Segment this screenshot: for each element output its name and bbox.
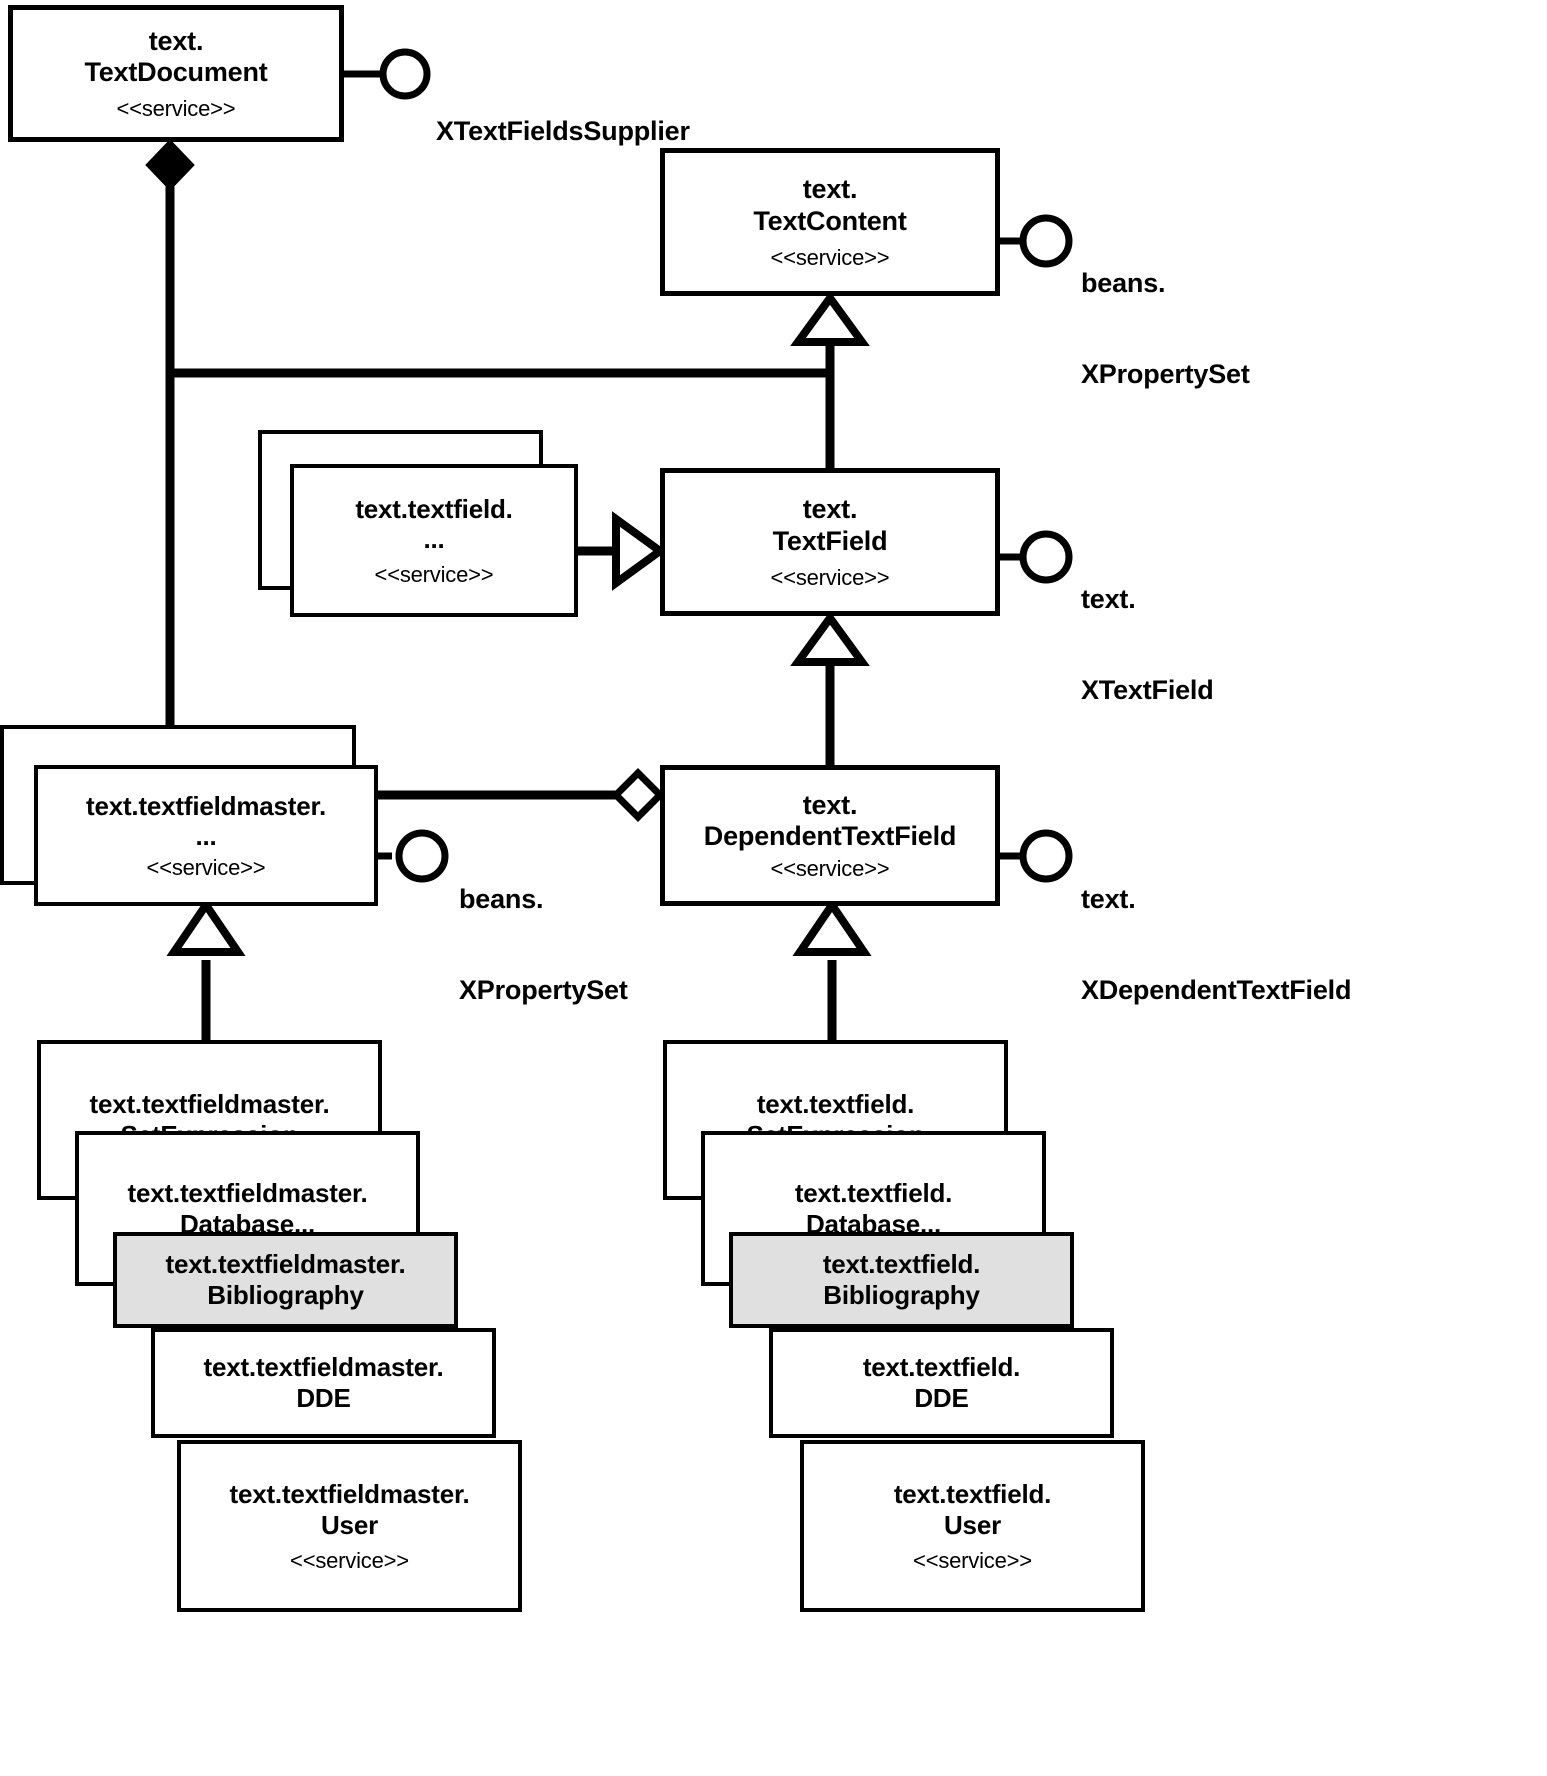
lollipop-text-x-text-field bbox=[1000, 530, 1073, 584]
service-name-line1: text. bbox=[802, 174, 858, 205]
service-name-line1: text.textfieldmaster. bbox=[203, 1352, 444, 1383]
service-name-line2: TextField bbox=[772, 525, 888, 556]
service-name-line2: DependentTextField bbox=[703, 821, 957, 852]
interface-label-text-x-dependent-text-field: text. XDependentTextField bbox=[1081, 824, 1351, 1066]
service-box-text-field-group[interactable]: text.textfield. ... <<service>> bbox=[290, 464, 578, 617]
service-name-line1: text.textfieldmaster. bbox=[165, 1249, 406, 1280]
service-name-line1: text.textfieldmaster. bbox=[85, 790, 326, 821]
service-box-master-user[interactable]: text.textfieldmaster. User <<service>> bbox=[177, 1440, 522, 1612]
service-stereotype: <<service>> bbox=[770, 856, 890, 882]
interface-line1: XTextFieldsSupplier bbox=[436, 116, 690, 147]
generalization-textfieldgroup-to-textfield bbox=[578, 511, 667, 591]
generalization-fieldstack-to-dependenttextfield bbox=[792, 897, 872, 1044]
service-name-line1: text.textfield. bbox=[822, 1249, 981, 1280]
service-stereotype: <<service>> bbox=[146, 855, 266, 881]
service-stereotype: <<service>> bbox=[770, 564, 890, 590]
composition-textdocument-to-textfieldmaster bbox=[145, 139, 195, 768]
interface-line1: beans. bbox=[1081, 268, 1166, 299]
interface-line1: text. bbox=[1081, 884, 1136, 915]
service-box-text-content[interactable]: text. TextContent <<service>> bbox=[660, 148, 1000, 296]
service-name-line1: text.textfield. bbox=[893, 1479, 1052, 1510]
service-stereotype: <<service>> bbox=[374, 562, 494, 588]
service-stereotype: <<service>> bbox=[116, 96, 236, 122]
service-box-text-document[interactable]: text. TextDocument <<service>> bbox=[8, 5, 344, 142]
interface-line2: XDependentTextField bbox=[1081, 975, 1352, 1006]
service-name-line1: text.textfield. bbox=[355, 493, 513, 524]
service-stereotype: <<service>> bbox=[770, 244, 890, 270]
service-box-master-bibliography[interactable]: text.textfieldmaster. Bibliography bbox=[113, 1232, 458, 1328]
aggregation-textfieldmaster-to-dependenttextfield bbox=[378, 768, 665, 822]
service-name-line2: Bibliography bbox=[207, 1280, 364, 1310]
interface-line1: text. bbox=[1081, 584, 1136, 615]
service-box-text-field[interactable]: text. TextField <<service>> bbox=[660, 468, 1000, 616]
service-box-field-user[interactable]: text.textfield. User <<service>> bbox=[800, 1440, 1145, 1612]
service-box-dependent-text-field[interactable]: text. DependentTextField <<service>> bbox=[660, 765, 1000, 906]
service-name-line1: text. bbox=[148, 25, 204, 56]
lollipop-beans-x-property-set-master bbox=[378, 829, 449, 883]
generalization-masterstack-to-textfieldmaster bbox=[166, 897, 246, 1044]
service-name-line1: text. bbox=[802, 494, 858, 525]
service-name-line2: Bibliography bbox=[823, 1280, 980, 1310]
service-box-text-field-master-group[interactable]: text.textfieldmaster. ... <<service>> bbox=[34, 765, 378, 906]
service-name-line2: User bbox=[943, 1509, 1001, 1540]
service-stereotype: <<service>> bbox=[290, 1547, 409, 1573]
service-name-line1: text.textfield. bbox=[794, 1177, 953, 1208]
service-name-line2: TextDocument bbox=[84, 57, 268, 88]
generalization-dependenttextfield-to-textfield bbox=[790, 611, 870, 765]
interface-line1: beans. bbox=[459, 884, 544, 915]
service-box-master-dde[interactable]: text.textfieldmaster. DDE bbox=[151, 1328, 496, 1438]
lollipop-beans-x-property-set-content bbox=[1000, 214, 1073, 268]
service-name-line1: text.textfield. bbox=[862, 1352, 1021, 1383]
service-box-field-dde[interactable]: text.textfield. DDE bbox=[769, 1328, 1114, 1438]
service-box-field-bibliography[interactable]: text.textfield. Bibliography bbox=[729, 1232, 1074, 1328]
interface-line2: XTextField bbox=[1081, 675, 1214, 706]
service-stereotype: <<service>> bbox=[913, 1547, 1032, 1573]
lollipop-x-text-fields-supplier bbox=[344, 48, 431, 100]
interface-line2: XPropertySet bbox=[459, 975, 628, 1006]
service-name-line1: text.textfieldmaster. bbox=[89, 1089, 330, 1120]
interface-line2: XPropertySet bbox=[1081, 359, 1250, 390]
service-name-line2: DDE bbox=[296, 1383, 351, 1413]
service-name-line2: User bbox=[320, 1509, 378, 1540]
service-name-line2: DDE bbox=[914, 1383, 969, 1413]
service-name-line2: ... bbox=[195, 821, 217, 852]
service-name-line2: ... bbox=[423, 524, 445, 555]
generalization-textfield-to-textcontent bbox=[790, 291, 870, 468]
service-name-line1: text. bbox=[802, 789, 858, 820]
interface-label-x-text-fields-supplier: XTextFieldsSupplier bbox=[436, 56, 690, 207]
service-name-line1: text.textfieldmaster. bbox=[127, 1177, 368, 1208]
interface-label-text-x-text-field: text. XTextField bbox=[1081, 524, 1214, 766]
service-name-line1: text.textfield. bbox=[756, 1089, 915, 1120]
service-name-line1: text.textfieldmaster. bbox=[229, 1479, 470, 1510]
lollipop-text-x-dependent-text-field bbox=[1000, 829, 1073, 883]
service-name-line2: TextContent bbox=[753, 205, 907, 236]
interface-label-beans-x-property-set-master: beans. XPropertySet bbox=[459, 824, 628, 1066]
interface-label-beans-x-property-set-content: beans. XPropertySet bbox=[1081, 208, 1250, 450]
